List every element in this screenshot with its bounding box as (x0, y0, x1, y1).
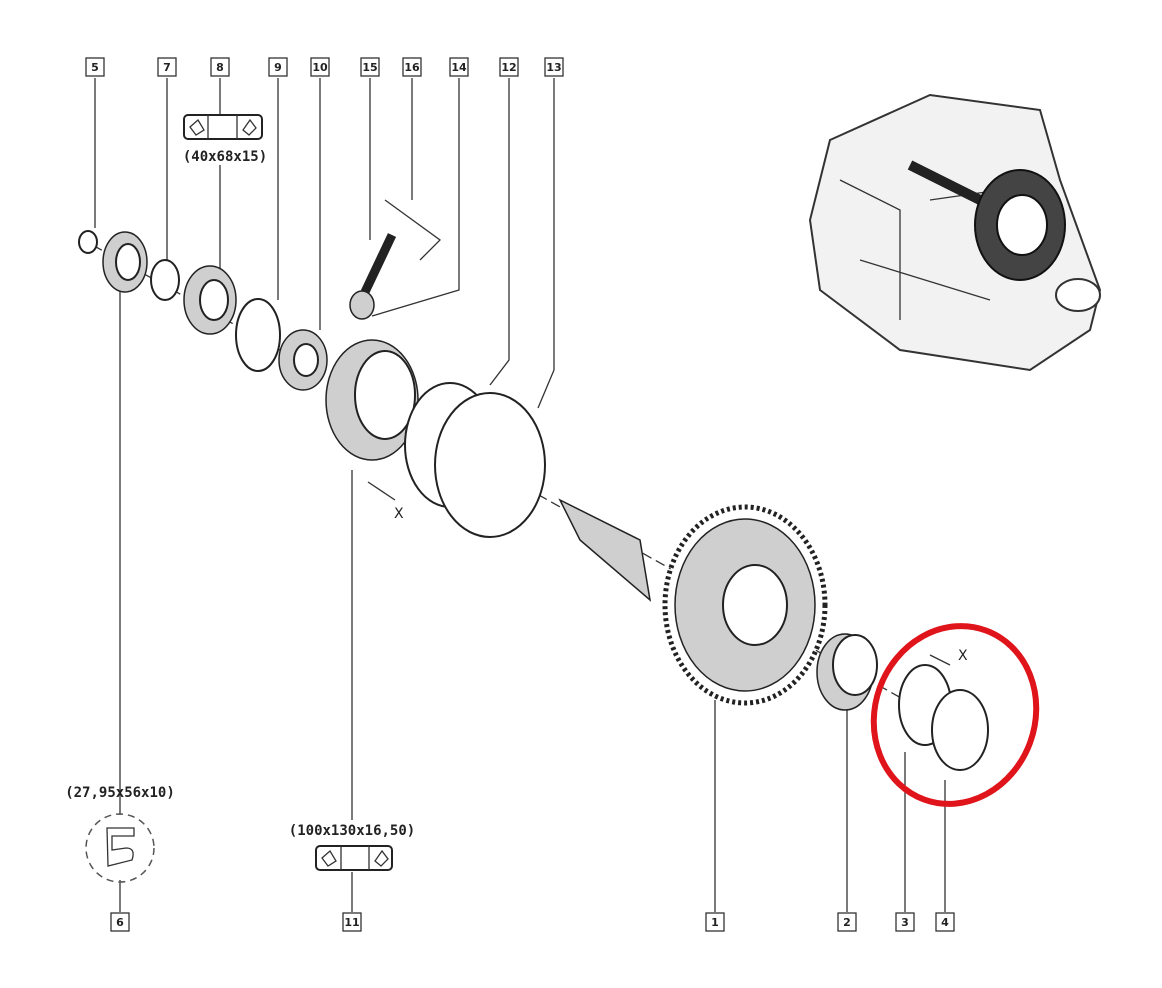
callout-box (110, 912, 130, 932)
callout-9: 9 (268, 57, 288, 77)
part-8-bearing (183, 265, 237, 335)
part-11-taper-bearing (325, 339, 419, 461)
part-4-circlip (931, 689, 989, 771)
callout-number: 15 (362, 61, 377, 74)
seal-symbol-6 (85, 813, 155, 883)
callout-2: 2 (837, 912, 857, 932)
measure-mark-x-right: X (958, 648, 968, 664)
callout-box (705, 912, 725, 932)
callout-3: 3 (895, 912, 915, 932)
part-15-pinion-shaft (349, 233, 397, 320)
dimension-label-11: (100x130x16,50) (289, 823, 415, 839)
part-6-seal (102, 231, 148, 293)
part-16-pin (384, 199, 441, 261)
dimension-label-8: (40x68x15) (183, 149, 267, 165)
callout-number: 4 (941, 916, 949, 929)
callout-4: 4 (935, 912, 955, 932)
callout-number: 8 (216, 61, 224, 74)
callout-box (402, 57, 422, 77)
part-1-differential-gear (558, 498, 828, 706)
part-7-ring (150, 259, 180, 301)
callout-1: 1 (705, 912, 725, 932)
dimension-label-6: (27,95x56x10) (65, 785, 175, 801)
part-2-bearing (816, 633, 878, 711)
callout-box (310, 57, 330, 77)
callout-box (837, 912, 857, 932)
part-10-roller-cage (278, 329, 328, 391)
part-5-circlip (78, 230, 98, 254)
callout-box (342, 912, 362, 932)
callout-number: 12 (501, 61, 516, 74)
callout-box (499, 57, 519, 77)
callout-number: 5 (91, 61, 99, 74)
transmission-inset-illustration (808, 93, 1102, 372)
callout-number: 3 (901, 916, 909, 929)
part-9-circlip (235, 298, 281, 372)
callout-10: 10 (310, 57, 330, 77)
callout-6: 6 (110, 912, 130, 932)
callout-box (360, 57, 380, 77)
callout-number: 16 (404, 61, 420, 74)
callout-box (895, 912, 915, 932)
callout-12: 12 (499, 57, 519, 77)
callout-number: 14 (451, 61, 467, 74)
callout-number: 13 (546, 61, 561, 74)
callout-13: 13 (544, 57, 564, 77)
highlight-circle (870, 623, 1040, 807)
callout-15: 15 (360, 57, 380, 77)
callout-number: 11 (344, 916, 359, 929)
callout-5: 5 (85, 57, 105, 77)
callout-number: 2 (843, 916, 851, 929)
callout-box (268, 57, 288, 77)
callout-11: 11 (342, 912, 362, 932)
callout-number: 1 (711, 916, 719, 929)
callout-7: 7 (157, 57, 177, 77)
callout-number: 6 (116, 916, 124, 929)
callout-box (85, 57, 105, 77)
callout-box (210, 57, 230, 77)
bearing-symbol-11 (315, 845, 393, 871)
bearing-symbol-8 (183, 114, 263, 140)
callout-number: 9 (274, 61, 282, 74)
callout-number: 10 (312, 61, 328, 74)
callout-box (449, 57, 469, 77)
measure-mark-x-left: X (394, 506, 404, 522)
part-13-washer (434, 392, 546, 538)
callout-box (157, 57, 177, 77)
callout-16: 16 (402, 57, 422, 77)
callout-box (935, 912, 955, 932)
callout-14: 14 (449, 57, 469, 77)
callout-8: 8 (210, 57, 230, 77)
callout-number: 7 (163, 61, 171, 74)
leader-lines (94, 78, 946, 912)
callout-box (544, 57, 564, 77)
